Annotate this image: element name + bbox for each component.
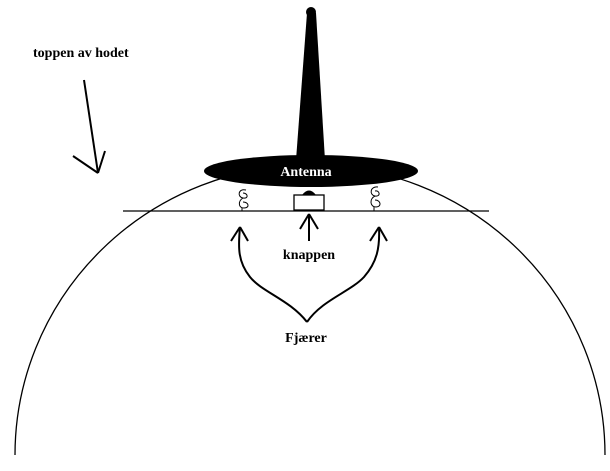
- button-knob: [302, 190, 316, 195]
- button-label: knappen: [283, 248, 335, 263]
- head-top-arrow: [72, 79, 106, 174]
- button-box: [293, 194, 325, 211]
- button-arrow: [299, 213, 319, 241]
- antenna-base: [204, 155, 418, 187]
- antenna-tip: [306, 7, 316, 17]
- left-spring: [238, 189, 249, 211]
- antenna-mast: [296, 13, 325, 160]
- springs-arrows: [230, 226, 388, 323]
- antenna-label: Antenna: [280, 165, 331, 180]
- right-spring: [370, 186, 381, 211]
- springs-label: Fjærer: [285, 331, 327, 346]
- head-top-label: toppen av hodet: [33, 46, 129, 61]
